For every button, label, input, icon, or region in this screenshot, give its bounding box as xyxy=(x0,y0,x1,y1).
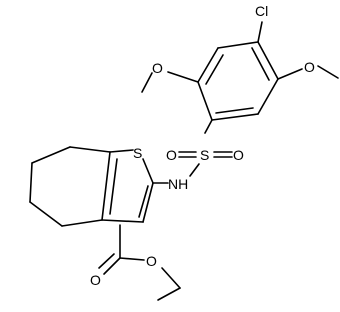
thiophene-sulfur-label: S xyxy=(133,145,142,161)
bond xyxy=(197,81,213,121)
bond xyxy=(161,267,181,289)
double-bond-inner xyxy=(138,185,149,218)
bond xyxy=(109,149,134,153)
atom-labels: Cl S S O O O O NH O O xyxy=(90,3,315,288)
double-bond-inner xyxy=(205,54,224,85)
bond xyxy=(142,158,154,184)
sulfonyl-oxygen-right-label: O xyxy=(233,147,244,163)
double-bond-inner xyxy=(215,107,254,114)
bond xyxy=(257,21,263,43)
ester-group xyxy=(98,224,181,301)
double-bond-outer xyxy=(98,253,115,269)
bond xyxy=(101,219,144,223)
sulfonyl-group xyxy=(178,119,233,158)
bond xyxy=(29,201,63,227)
bond xyxy=(197,47,219,83)
bond xyxy=(167,71,199,83)
bond xyxy=(257,78,279,115)
double-bond-inner xyxy=(251,47,270,81)
bond xyxy=(204,119,213,134)
bond xyxy=(317,65,339,79)
sulfonyl-oxygen-left-label: O xyxy=(166,147,177,163)
methoxy-oxygen-right-label: O xyxy=(304,59,315,75)
bond xyxy=(119,257,145,261)
bond xyxy=(31,146,71,164)
thiophene-ring xyxy=(101,149,154,223)
cyclohexene-ring xyxy=(29,146,111,227)
ester-oxygen-label: O xyxy=(146,253,157,269)
nh-label: NH xyxy=(168,176,188,192)
bond xyxy=(141,72,153,93)
bond xyxy=(61,219,103,227)
bond xyxy=(142,182,154,223)
bond xyxy=(277,68,303,80)
double-bond-inner xyxy=(109,158,118,215)
bond xyxy=(101,151,111,221)
bond xyxy=(211,113,259,121)
bond xyxy=(103,257,121,275)
bond xyxy=(69,146,111,153)
benzene-ring xyxy=(197,41,279,121)
bond xyxy=(257,41,279,80)
bond xyxy=(29,162,33,203)
methoxy-oxygen-left-label: O xyxy=(152,60,163,76)
bond xyxy=(157,287,181,301)
bond xyxy=(189,163,200,177)
carbonyl-oxygen-label: O xyxy=(90,272,101,288)
sulfonyl-sulfur-label: S xyxy=(200,147,209,163)
bond xyxy=(217,41,259,49)
nh-linker xyxy=(152,163,200,184)
substituents xyxy=(141,21,339,93)
chlorine-label: Cl xyxy=(255,3,268,19)
